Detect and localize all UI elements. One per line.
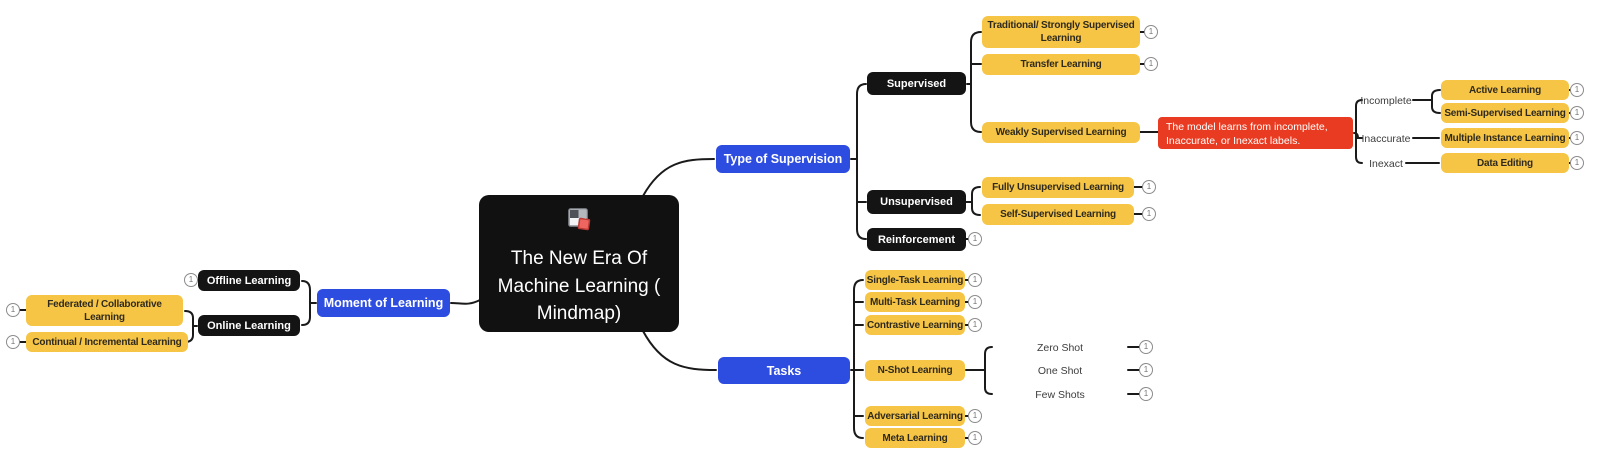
node-data-editing[interactable]: Data Editing bbox=[1441, 153, 1569, 173]
node-semi-supervised-learning[interactable]: Semi-Supervised Learning bbox=[1441, 103, 1569, 123]
node-adversarial-learning[interactable]: Adversarial Learning bbox=[865, 406, 965, 426]
node-inaccurate[interactable]: Inaccurate bbox=[1361, 132, 1411, 145]
collapsed-count-badge[interactable]: 1 bbox=[1570, 156, 1584, 170]
node-one-shot[interactable]: One Shot bbox=[1037, 364, 1083, 377]
node-moment-of-learning[interactable]: Moment of Learning bbox=[317, 289, 450, 317]
collapsed-count-badge[interactable]: 1 bbox=[1142, 207, 1156, 221]
collapsed-count-badge[interactable]: 1 bbox=[1139, 387, 1153, 401]
node-tasks[interactable]: Tasks bbox=[718, 357, 850, 384]
collapsed-count-badge[interactable]: 1 bbox=[184, 273, 198, 287]
collapsed-count-badge[interactable]: 1 bbox=[968, 431, 982, 445]
node-type-of-supervision[interactable]: Type of Supervision bbox=[716, 145, 850, 173]
node-reinforcement[interactable]: Reinforcement bbox=[867, 228, 966, 251]
node-few-shots[interactable]: Few Shots bbox=[1035, 388, 1085, 401]
node-n-shot-learning[interactable]: N-Shot Learning bbox=[865, 360, 965, 381]
collapsed-count-badge[interactable]: 1 bbox=[1139, 363, 1153, 377]
node-continual-incremental-learning[interactable]: Continual / Incremental Learning bbox=[26, 332, 188, 352]
node-federated-collaborative-learning[interactable]: Federated / Collaborative Learning bbox=[26, 295, 183, 326]
collapsed-count-badge[interactable]: 1 bbox=[1139, 340, 1153, 354]
collapsed-count-badge[interactable]: 1 bbox=[6, 335, 20, 349]
node-single-task-learning[interactable]: Single-Task Learning bbox=[865, 270, 965, 290]
node-multiple-instance-learning[interactable]: Multiple Instance Learning bbox=[1441, 128, 1569, 148]
node-weakly-supervised-learning[interactable]: Weakly Supervised Learning bbox=[982, 122, 1140, 143]
collapsed-count-badge[interactable]: 1 bbox=[1570, 131, 1584, 145]
node-online-learning[interactable]: Online Learning bbox=[198, 315, 300, 336]
node-meta-learning[interactable]: Meta Learning bbox=[865, 428, 965, 448]
node-inexact[interactable]: Inexact bbox=[1369, 157, 1403, 170]
node-active-learning[interactable]: Active Learning bbox=[1441, 80, 1569, 100]
collapsed-count-badge[interactable]: 1 bbox=[1144, 25, 1158, 39]
node-contrastive-learning[interactable]: Contrastive Learning bbox=[865, 315, 965, 335]
node-incomplete[interactable]: Incomplete bbox=[1360, 94, 1412, 107]
node-fully-unsupervised-learning[interactable]: Fully Unsupervised Learning bbox=[982, 177, 1134, 198]
node-multi-task-learning[interactable]: Multi-Task Learning bbox=[865, 292, 965, 312]
root-node[interactable]: The New Era Of Machine Learning ( Mindma… bbox=[479, 195, 679, 332]
node-self-supervised-learning[interactable]: Self-Supervised Learning bbox=[982, 204, 1134, 225]
broken-image-icon bbox=[565, 207, 593, 238]
node-traditional-strongly-supervised[interactable]: Traditional/ Strongly Supervised Learnin… bbox=[982, 16, 1140, 48]
node-offline-learning[interactable]: Offline Learning bbox=[198, 270, 300, 291]
note-weakly-supervised[interactable]: The model learns from incomplete, Inaccu… bbox=[1158, 117, 1353, 149]
collapsed-count-badge[interactable]: 1 bbox=[968, 318, 982, 332]
root-title: The New Era Of Machine Learning ( Mindma… bbox=[497, 248, 661, 325]
collapsed-count-badge[interactable]: 1 bbox=[1570, 106, 1584, 120]
node-zero-shot[interactable]: Zero Shot bbox=[1036, 341, 1084, 354]
collapsed-count-badge[interactable]: 1 bbox=[6, 303, 20, 317]
collapsed-count-badge[interactable]: 1 bbox=[968, 273, 982, 287]
collapsed-count-badge[interactable]: 1 bbox=[968, 232, 982, 246]
collapsed-count-badge[interactable]: 1 bbox=[1142, 180, 1156, 194]
node-transfer-learning[interactable]: Transfer Learning bbox=[982, 54, 1140, 75]
collapsed-count-badge[interactable]: 1 bbox=[1570, 83, 1584, 97]
node-supervised[interactable]: Supervised bbox=[867, 72, 966, 95]
collapsed-count-badge[interactable]: 1 bbox=[968, 295, 982, 309]
collapsed-count-badge[interactable]: 1 bbox=[968, 409, 982, 423]
node-unsupervised[interactable]: Unsupervised bbox=[867, 190, 966, 214]
collapsed-count-badge[interactable]: 1 bbox=[1144, 57, 1158, 71]
